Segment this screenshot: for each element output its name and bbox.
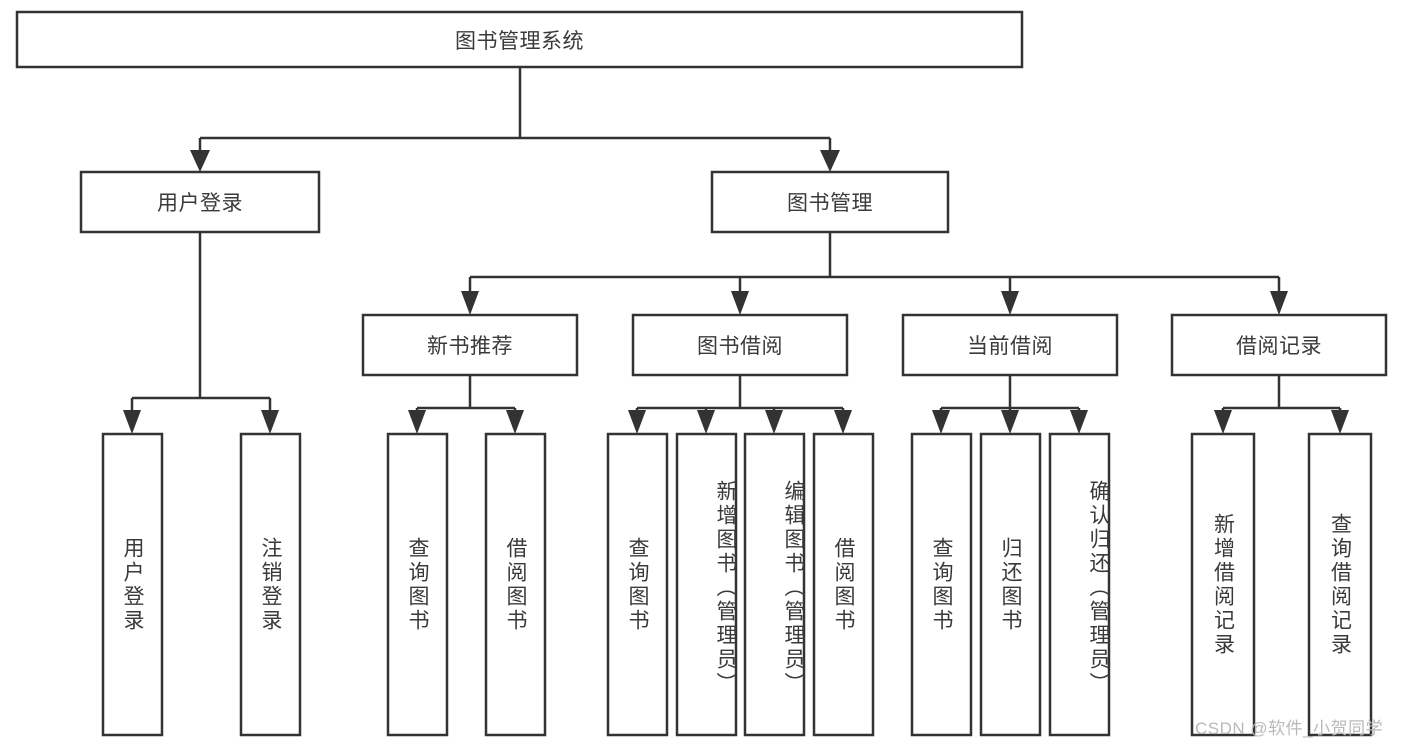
connector-group-borrow-record	[1214, 375, 1349, 434]
node-box-leaf-query-book-2[interactable]	[606, 432, 669, 737]
connector-group-book-management	[461, 232, 1288, 315]
arrow-head-leaf-query-record	[1331, 410, 1349, 434]
node-box-leaf-query-book-1[interactable]	[386, 432, 449, 737]
arrow-head-new-book-recommend	[461, 291, 479, 315]
connector-group-root	[190, 67, 840, 172]
arrow-head-leaf-borrow-book-2	[834, 410, 852, 434]
node-box-leaf-return-book[interactable]	[979, 432, 1042, 737]
node-box-leaf-borrow-book-2[interactable]	[812, 432, 875, 737]
arrow-head-leaf-add-book	[697, 410, 715, 434]
arrow-head-current-borrow	[1001, 291, 1019, 315]
node-box-new-book-recommend[interactable]	[361, 313, 579, 377]
node-box-book-borrow[interactable]	[631, 313, 849, 377]
node-box-leaf-add-record[interactable]	[1190, 432, 1256, 737]
node-box-leaf-add-book[interactable]	[675, 432, 738, 737]
arrow-head-leaf-query-book-3	[932, 410, 950, 434]
arrow-head-book-management	[820, 150, 840, 172]
node-box-borrow-record[interactable]	[1170, 313, 1388, 377]
arrow-head-leaf-borrow-book-1	[506, 410, 524, 434]
node-box-user-login[interactable]	[79, 170, 321, 234]
node-box-current-borrow[interactable]	[901, 313, 1119, 377]
arrow-head-user-login	[190, 150, 210, 172]
connector-group-current-borrow	[932, 375, 1088, 434]
arrow-head-leaf-query-book-2	[628, 410, 646, 434]
arrow-head-leaf-add-record	[1214, 410, 1232, 434]
node-box-leaf-user-logout[interactable]	[239, 432, 302, 737]
connector-group-user-login	[123, 232, 279, 434]
node-box-leaf-query-record[interactable]	[1307, 432, 1373, 737]
node-box-leaf-user-login[interactable]	[101, 432, 164, 737]
arrow-head-book-borrow	[731, 291, 749, 315]
csdn-watermark: CSDN @软件_小贺同学	[1195, 719, 1384, 738]
arrow-head-borrow-record	[1270, 291, 1288, 315]
arrow-head-leaf-user-logout	[261, 410, 279, 434]
node-box-book-management[interactable]	[710, 170, 950, 234]
node-box-leaf-borrow-book-1[interactable]	[484, 432, 547, 737]
arrow-head-leaf-edit-book	[765, 410, 783, 434]
node-box-leaf-confirm-return[interactable]	[1048, 432, 1111, 737]
node-box-root[interactable]	[15, 10, 1024, 69]
arrow-head-leaf-user-login	[123, 410, 141, 434]
arrow-head-leaf-query-book-1	[408, 410, 426, 434]
arrow-head-leaf-confirm-return	[1070, 410, 1088, 434]
node-box-leaf-edit-book[interactable]	[743, 432, 806, 737]
arrow-head-leaf-return-book	[1001, 410, 1019, 434]
connector-group-new-book-recommend	[408, 375, 524, 434]
connector-group-book-borrow	[628, 375, 852, 434]
node-box-leaf-query-book-3[interactable]	[910, 432, 973, 737]
